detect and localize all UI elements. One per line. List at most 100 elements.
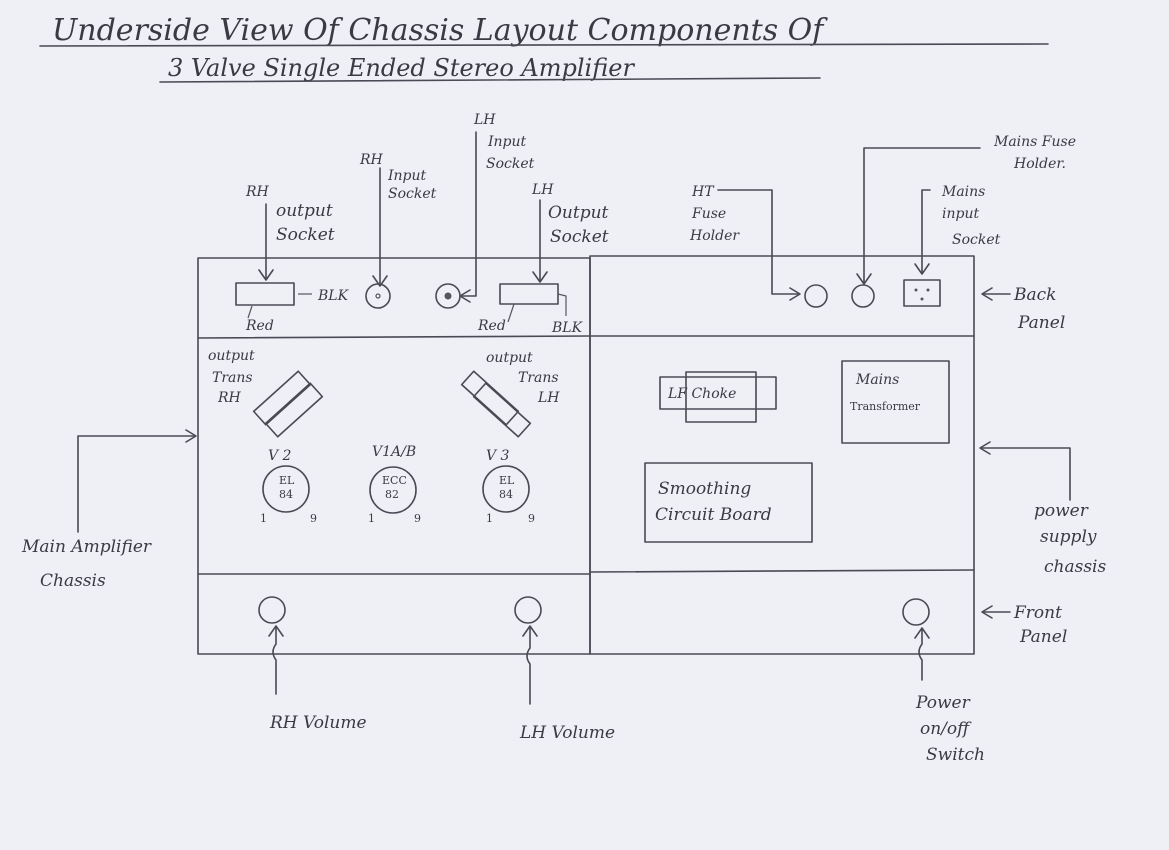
rh-input-label-2: Input: [387, 168, 427, 184]
rh-volume-label: RH Volume: [269, 713, 367, 733]
lh-red-lead: [507, 303, 515, 323]
lh-output-socket: [499, 283, 559, 305]
rh-volume-arrow: [272, 627, 277, 695]
main-amp-label-1: Main Amplifier: [21, 537, 152, 557]
v3-label: V 3: [486, 448, 510, 464]
lf-choke-bracket: [685, 371, 757, 423]
el84-b-label-1: EL: [499, 474, 515, 487]
v1ab-pin9: 9: [414, 512, 421, 525]
v3-pin9: 9: [528, 512, 535, 525]
lh-blk-lead: [557, 293, 567, 316]
mains-input-label-1: Mains: [941, 184, 985, 200]
smoothing-label-1: Smoothing: [658, 479, 751, 499]
rh-input-label-1: RH: [359, 152, 384, 168]
v3-pin1: 1: [486, 512, 493, 525]
front-panel-label-1: Front: [1013, 603, 1062, 623]
mains-fuse-label-1: Mains Fuse: [993, 134, 1076, 150]
rh-red-label: Red: [245, 318, 274, 334]
back-panel-label-2: Panel: [1017, 313, 1065, 333]
valve-v2: EL 84 1 9: [260, 465, 317, 525]
rh-volume-knob: [258, 596, 286, 624]
mains-input-arrowhead: [914, 263, 930, 275]
rh-output-arrowhead: [258, 269, 274, 281]
ht-fuse-arrow: [717, 189, 799, 295]
lh-input-label-1: LH: [473, 112, 496, 128]
mains-transformer: [841, 360, 950, 444]
power-supply-arrow: [981, 447, 1071, 501]
ht-fuse-label-2: Fuse: [691, 206, 726, 222]
rh-red-lead: [247, 305, 253, 319]
out-tran-rh-label-3: RH: [217, 390, 242, 406]
lh-output-label-1: LH: [531, 182, 554, 198]
main-amp-arrowhead: [185, 429, 197, 443]
mains-input-socket: [903, 279, 941, 307]
lh-input-arrow: [461, 131, 477, 297]
power-switch-arrowhead: [914, 627, 930, 639]
out-tran-lh-label-2: Trans: [518, 370, 559, 386]
lh-output-label-3: Socket: [550, 227, 609, 247]
rh-blk-label: BLK: [317, 288, 350, 304]
out-tran-rh-label-1: output: [208, 348, 255, 364]
back-panel-arrowhead: [981, 287, 993, 301]
mains-input-label-2: input: [942, 206, 979, 222]
power-supply-label-3: chassis: [1044, 557, 1106, 577]
rh-output-label-3: Socket: [276, 225, 335, 245]
lh-input-label-3: Socket: [486, 156, 535, 172]
v2-pin1: 1: [260, 512, 267, 525]
lh-output-arrowhead: [532, 271, 548, 283]
mains-fuse-label-2: Holder.: [1013, 156, 1066, 172]
smoothing-circuit-board: [644, 462, 813, 543]
valve-v3: EL 84 1 9: [482, 465, 535, 525]
power-switch-arrow: [918, 629, 923, 681]
el84-a-label-2: 84: [279, 488, 293, 501]
out-tran-lh-label-1: output: [486, 350, 533, 366]
back-panel-divider-left: [197, 335, 591, 339]
lh-output-label-2: Output: [548, 203, 609, 223]
subtitle: 3 Valve Single Ended Stereo Amplifier: [168, 54, 635, 82]
front-panel-arrowhead: [981, 605, 993, 619]
mains-fuse-holder: [851, 284, 875, 308]
power-supply-label-2: supply: [1040, 527, 1097, 547]
mains-fuse-arrowhead: [856, 273, 872, 285]
power-supply-chassis: [589, 255, 975, 655]
power-switch-label-3: Switch: [926, 745, 985, 765]
rh-input-socket: [365, 283, 391, 309]
lh-volume-label: LH Volume: [519, 723, 615, 743]
mains-transformer-label-1: Mains: [855, 372, 899, 388]
lh-volume-arrowhead: [522, 625, 538, 637]
smoothing-label-2: Circuit Board: [655, 505, 772, 525]
front-panel-label-2: Panel: [1019, 627, 1067, 647]
mains-pin-b: [926, 288, 930, 292]
el84-a-label-1: EL: [279, 474, 295, 487]
out-tran-lh-label-3: LH: [537, 390, 560, 406]
mains-fuse-arrow: [863, 147, 981, 283]
el84-b-label-2: 84: [499, 488, 513, 501]
lh-volume-knob: [514, 596, 542, 624]
lh-volume-arrow: [526, 627, 531, 705]
power-switch-label-1: Power: [915, 693, 971, 713]
mains-pin-c: [920, 297, 924, 301]
lh-input-label-2: Input: [487, 134, 527, 150]
ht-fuse-label-3: Holder: [689, 228, 740, 244]
rh-input-socket-pin: [375, 293, 381, 299]
rh-input-label-3: Socket: [388, 186, 437, 202]
mains-input-arrow: [921, 189, 931, 273]
ht-fuse-arrowhead: [789, 287, 801, 301]
valve-v1ab: ECC 82 1 9: [368, 466, 421, 525]
v2-pin9: 9: [310, 512, 317, 525]
power-supply-arrowhead: [979, 441, 991, 455]
output-transformer-lh: [460, 370, 532, 438]
ecc82-label-2: 82: [385, 488, 399, 501]
v1ab-pin1: 1: [368, 512, 375, 525]
subtitle-underline: [159, 77, 821, 83]
rh-input-arrowhead: [372, 275, 388, 287]
lf-choke: [659, 376, 777, 410]
rh-volume-arrowhead: [268, 625, 284, 637]
lh-red-label: Red: [477, 318, 506, 334]
main-amp-arrow: [77, 435, 195, 533]
output-transformer-rh: [252, 370, 324, 438]
v2-label: V 2: [268, 448, 292, 464]
rh-output-label-2: output: [276, 201, 333, 221]
ht-fuse-holder: [804, 284, 828, 308]
